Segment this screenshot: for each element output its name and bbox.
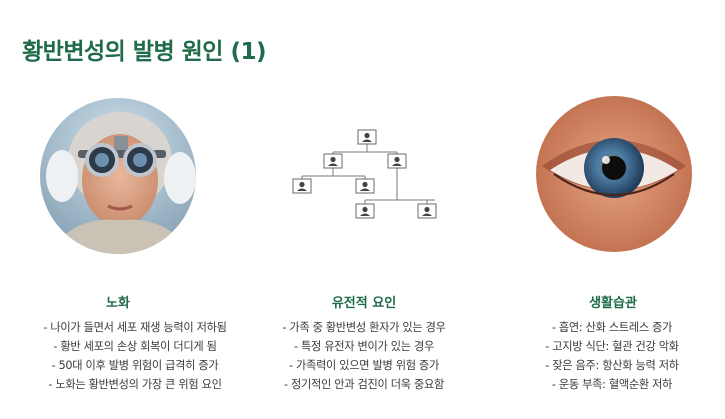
list-item: - 잦은 음주: 항산화 능력 저하 bbox=[545, 359, 679, 372]
elderly-woman-eye-exam-photo bbox=[40, 98, 196, 254]
list-item: - 황반 세포의 손상 회복이 더디게 됨 bbox=[53, 340, 217, 353]
list-item: - 흡연: 산화 스트레스 증가 bbox=[551, 321, 673, 334]
person-nodes bbox=[292, 129, 437, 219]
list-item: - 노화는 황반변성의 가장 큰 위험 요인 bbox=[48, 378, 222, 391]
page-title: 황반변성의 발병 원인 (1) bbox=[22, 39, 267, 65]
heading-aging: 노화 bbox=[106, 296, 130, 311]
heading-lifestyle: 생활습관 bbox=[589, 296, 637, 311]
list-item: - 50대 이후 발병 위험이 급격히 증가 bbox=[51, 359, 219, 372]
eye-closeup-photo bbox=[536, 96, 692, 252]
bullets-aging: - 나이가 들면서 세포 재생 능력이 저하됨 - 황반 세포의 손상 회복이 … bbox=[10, 318, 260, 394]
family-tree-icon bbox=[292, 129, 437, 219]
list-item: - 정기적인 안과 검진이 더욱 중요함 bbox=[284, 378, 444, 391]
heading-genetics: 유전적 요인 bbox=[331, 296, 397, 311]
list-item: - 특정 유전자 변이가 있는 경우 bbox=[294, 340, 434, 353]
list-item: - 운동 부족: 혈액순환 저하 bbox=[551, 378, 673, 391]
list-item: - 가족 중 황반변성 환자가 있는 경우 bbox=[282, 321, 446, 334]
list-item: - 가족력이 있으면 발병 위험 증가 bbox=[289, 359, 439, 372]
bullets-lifestyle: - 흡연: 산화 스트레스 증가 - 고지방 식단: 혈관 건강 악화 - 잦은… bbox=[487, 318, 725, 394]
bullets-genetics: - 가족 중 황반변성 환자가 있는 경우 - 특정 유전자 변이가 있는 경우… bbox=[239, 318, 489, 394]
list-item: - 고지방 식단: 혈관 건강 악화 bbox=[545, 340, 679, 353]
list-item: - 나이가 들면서 세포 재생 능력이 저하됨 bbox=[43, 321, 227, 334]
